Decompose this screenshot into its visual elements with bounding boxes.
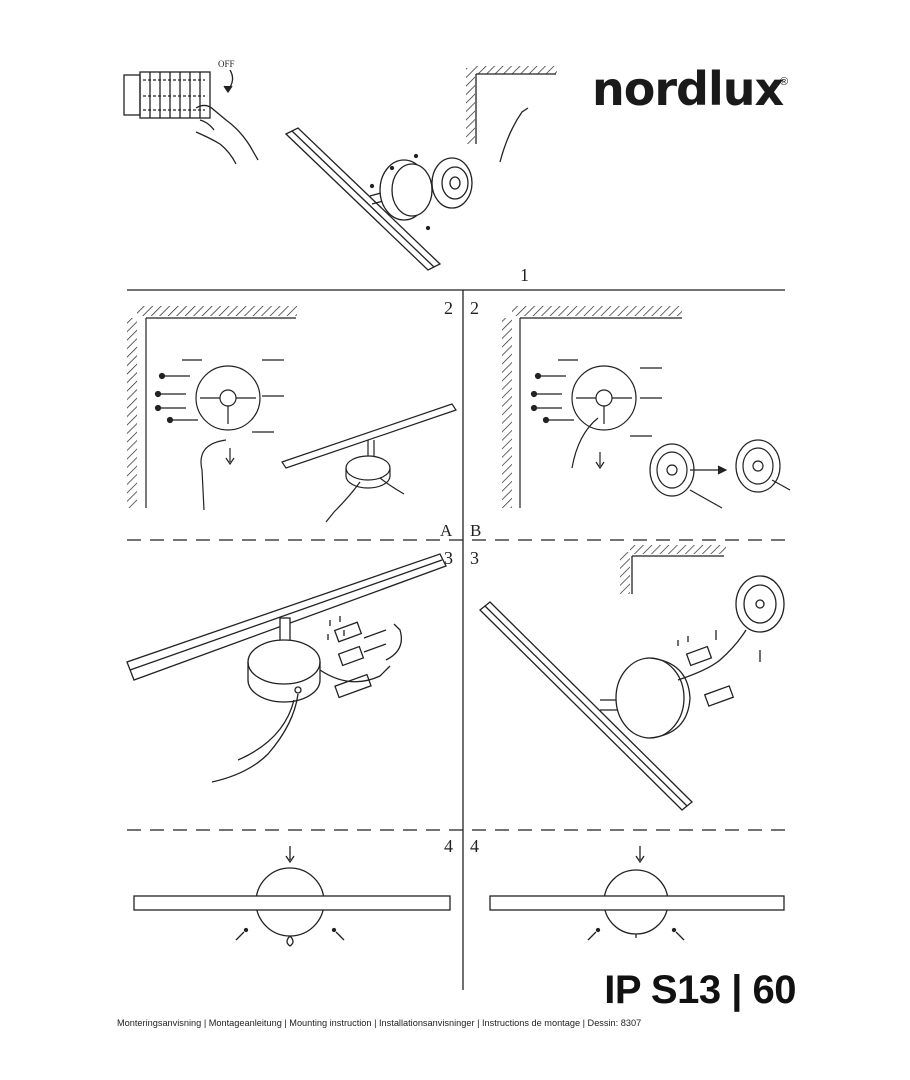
step2-right-illustration: 2 B [470,298,791,540]
variant-b-label: B [470,521,481,540]
step3-left-illustration: 3 [126,548,453,783]
step-2-right-number: 2 [470,298,479,318]
step1-mount [369,153,433,231]
footer-caption: Monteringsanvisning | Montageanleitung |… [117,1018,642,1028]
hand [195,104,259,165]
step-4-right-number: 4 [470,836,479,856]
step1-illustration: OFF 1 [123,59,557,285]
step2-left-illustration: 2 A [127,298,457,540]
step1-wall [466,66,557,163]
model-title: IP S13 | 60 [604,968,796,1012]
step-4-left-number: 4 [444,836,453,856]
step-1-number: 1 [520,265,529,285]
frame-lines [127,289,785,990]
step4-left-illustration: 4 [133,836,453,947]
step1-light-bar [284,127,442,271]
step1-plate [431,157,473,209]
step-2-left-number: 2 [444,298,453,318]
switch-off-label: OFF [218,59,235,69]
step4-right-illustration: 4 [470,836,785,941]
variant-a-label: A [440,521,453,540]
step-3-right-number: 3 [470,548,479,568]
fuse-box [123,71,211,119]
step3-right-illustration: 3 [470,545,785,811]
step-3-left-number: 3 [444,548,453,568]
registered-mark: ® [780,76,789,88]
brand-logo: nordlux [592,62,784,116]
